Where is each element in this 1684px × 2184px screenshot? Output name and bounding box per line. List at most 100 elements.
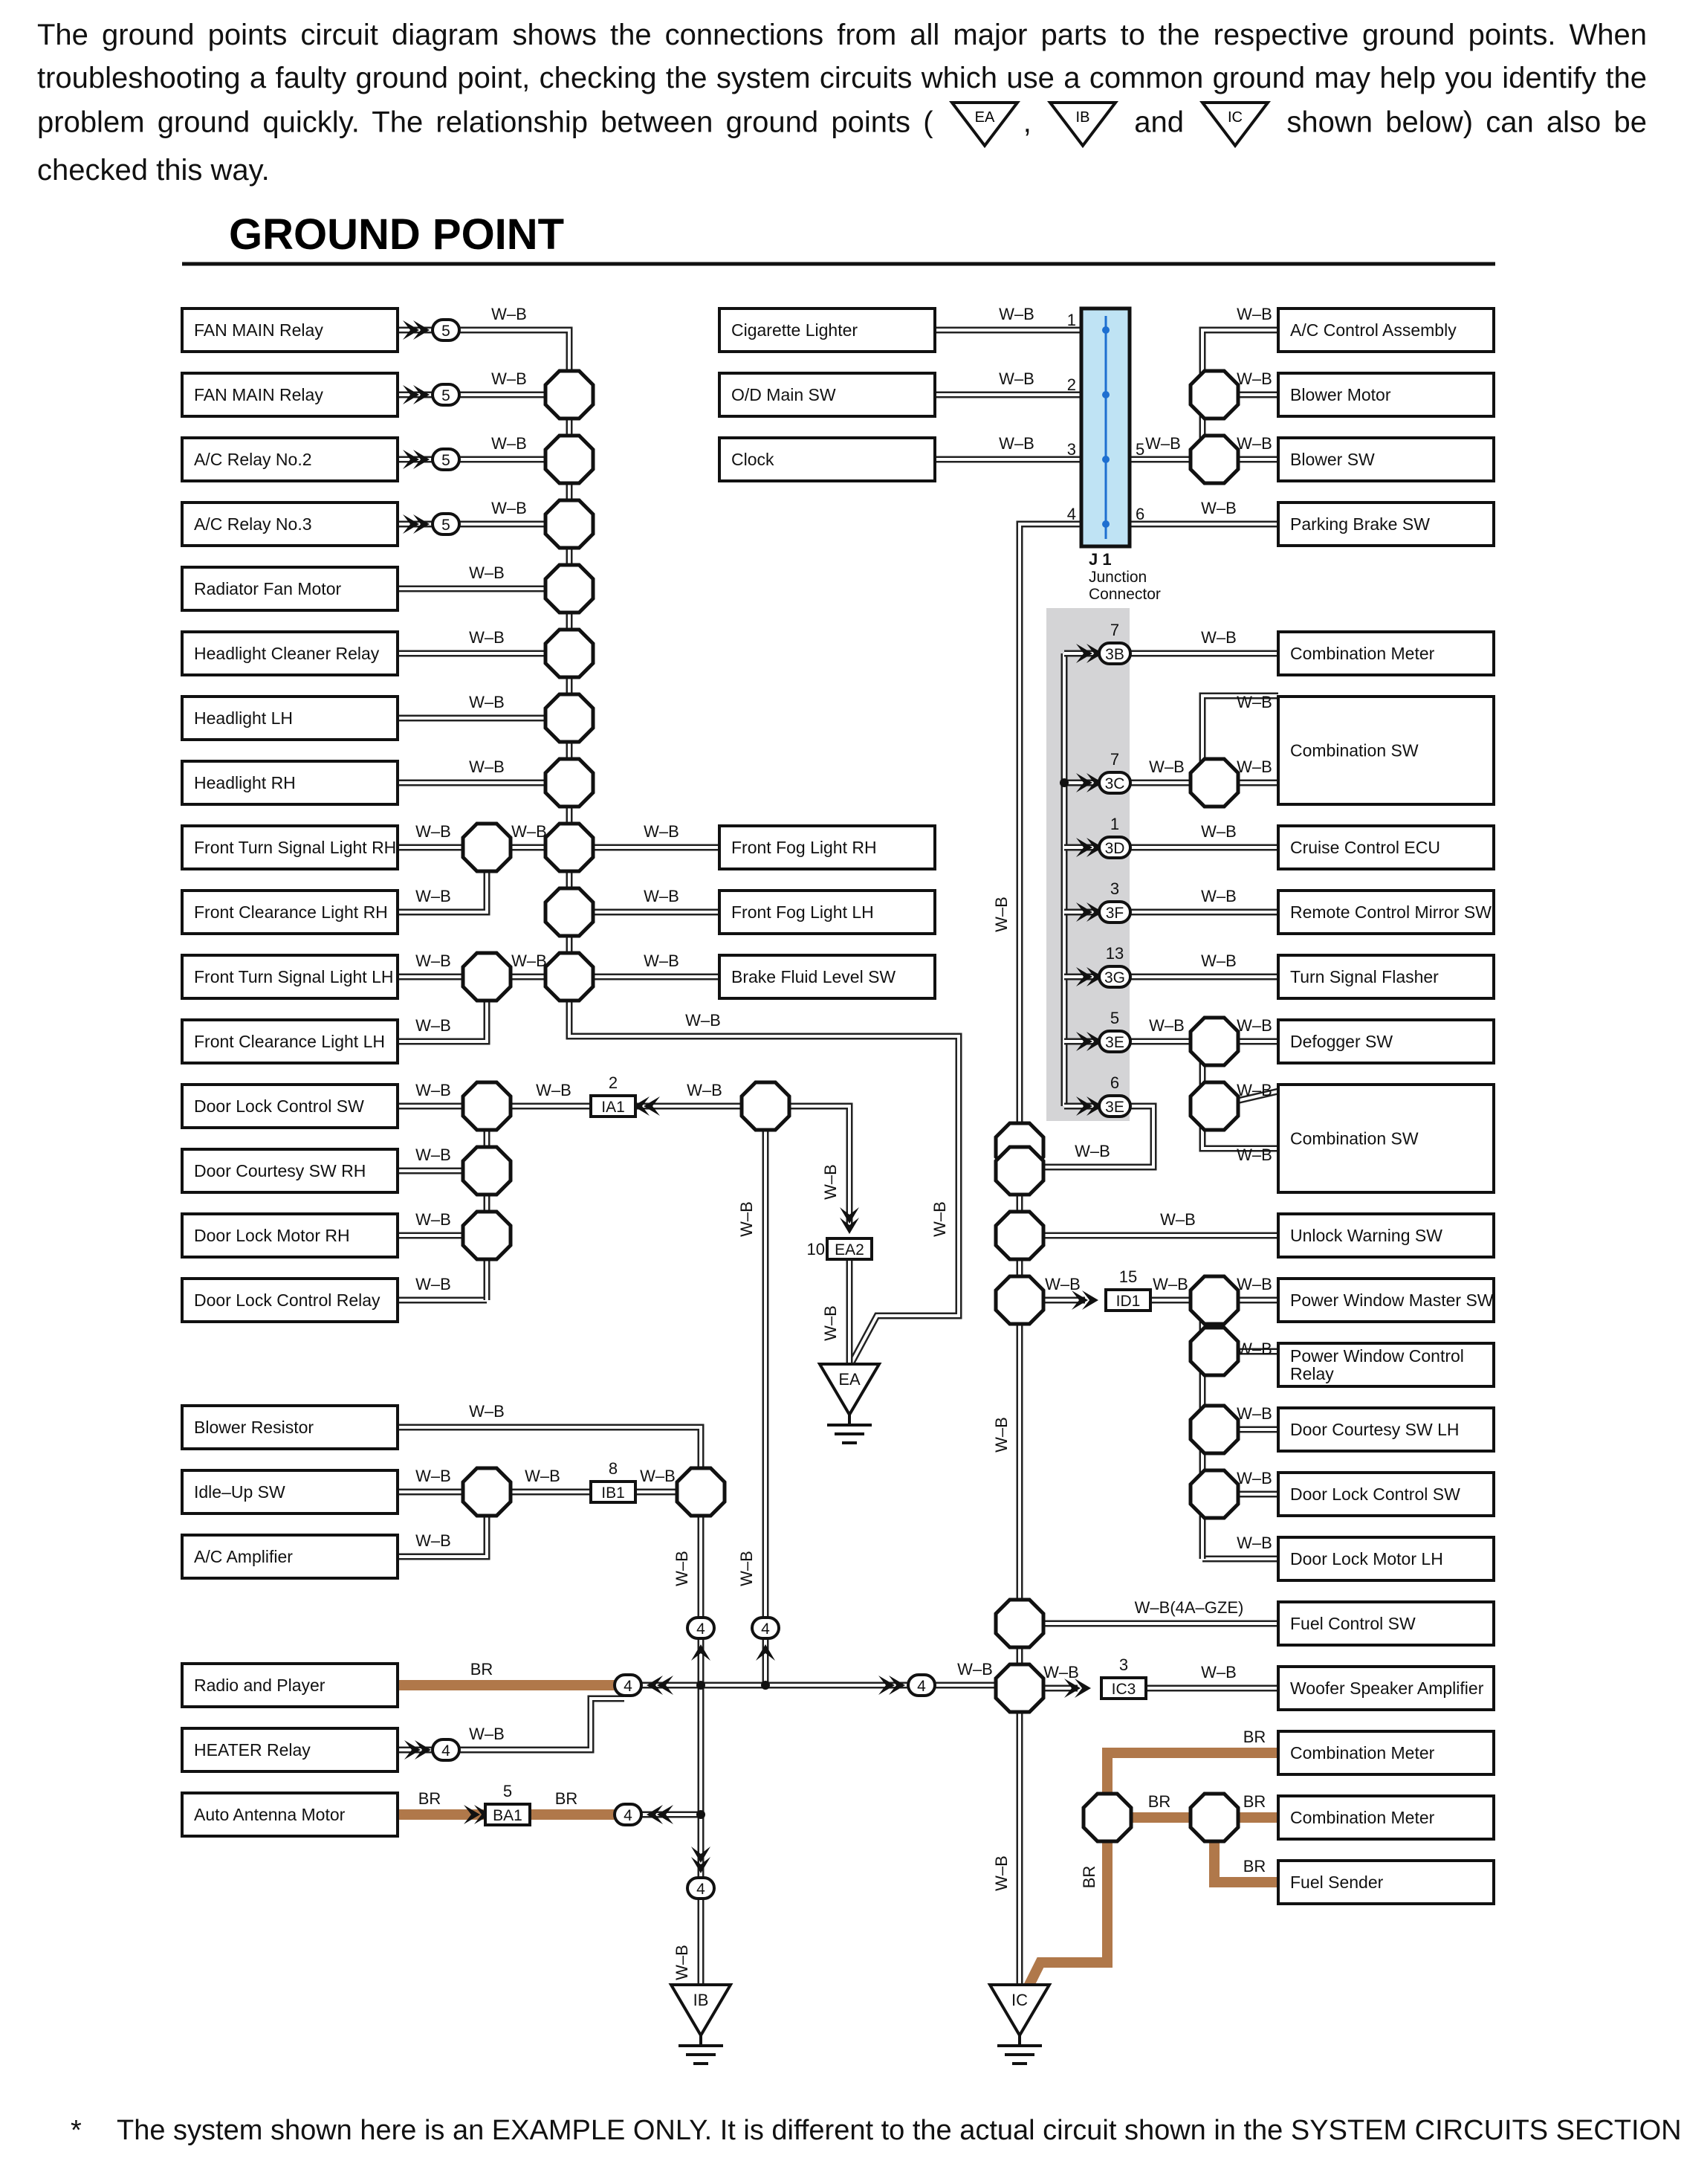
arrow-right [1072,1290,1088,1310]
arrow-right [878,1676,895,1695]
junction-dot [696,1681,705,1690]
svg-text:IC: IC [1228,109,1243,126]
label-text: BR [470,1660,493,1679]
label-text: W–B [1201,822,1237,841]
pin-badge-label: 4 [624,1807,632,1824]
label-text: 3 [1119,1655,1128,1674]
junction-name: J 1 [1089,550,1112,569]
component-label: Front Fog Light LH [731,902,874,922]
splice-node [461,821,513,873]
component-box [181,1792,399,1838]
label-text: W–B [1201,1663,1237,1681]
connector-block [1104,1288,1152,1312]
component-label: Door Lock Control Relay [194,1290,380,1310]
label-text: W–B [1237,1146,1272,1164]
ground-label: IB [693,1991,709,2009]
connector-label: ID1 [1116,1293,1141,1310]
component-label: Parking Brake SW [1290,514,1430,534]
splice-node [461,1209,513,1261]
wb-wire-core [1020,1105,1155,1169]
splice-node [1081,1792,1133,1844]
splice-node [543,627,595,679]
splice-node [1188,1274,1240,1326]
br-wire [1020,1748,1278,1995]
svg-text:IB: IB [1076,109,1090,126]
label-text: W–B(4A–GZE) [1135,1598,1244,1617]
wb-wire-core [398,1697,624,1751]
junction-dot [1102,456,1110,463]
component-label: A/C Relay No.3 [194,514,312,534]
arrow-right [413,514,430,534]
label-text: W–B [999,369,1034,388]
pin-badge [431,383,461,407]
splice-node [543,951,595,1003]
component-box [1277,372,1495,418]
component-box [181,1534,399,1580]
component-box [1277,630,1495,676]
label-text: W–B [491,499,527,517]
arrow-right [889,1676,905,1695]
wb-wire [398,326,573,395]
component-box [181,566,399,612]
pin-badge-label: 4 [441,1742,450,1760]
label-text: W–B [957,1660,993,1679]
arrow-right [1086,1096,1103,1116]
pin-badge-label: 3D [1105,840,1125,857]
arrow-right [403,385,419,404]
component-box [1277,1342,1495,1388]
label-text: W–B [1237,1016,1272,1035]
label-text: BR [1243,1792,1266,1811]
component-label: Fuel Sender [1290,1873,1384,1892]
component-label: Remote Control Mirror SW [1290,902,1492,922]
component-label: Idle–Up SW [194,1482,285,1502]
component-box [181,1018,399,1064]
label-text: 8 [609,1459,618,1478]
component-box [181,1404,399,1450]
arrow-right [415,1740,431,1760]
ground-label: IC [1011,1991,1028,2009]
pin-badge-label: 4 [624,1678,632,1695]
label-text: W–B [687,1081,722,1099]
pin-badge [613,1673,643,1697]
component-box [1277,1600,1495,1647]
label-text: W–B [644,952,679,970]
label-text: W–B [644,822,679,841]
pin-badge [1098,642,1132,665]
arrow-right [404,1740,421,1760]
label-text: W–B [415,822,451,841]
pin-badge [686,1616,716,1640]
component-label: Headlight Cleaner Relay [194,644,380,663]
pin-badge-label: 5 [441,517,450,534]
pin-badge-label: 3B [1105,646,1124,663]
label-text: BR [1243,1857,1266,1876]
component-label: A/C Relay No.2 [194,450,312,469]
pin-badge [431,318,461,342]
label-text: W–B [511,822,547,841]
label-text: W–B [737,1201,756,1237]
label-text: W–B [469,628,505,647]
splice-node [543,498,595,550]
label-text: W–B [1201,628,1237,647]
component-label: Front Clearance Light RH [194,902,388,922]
connector-block [826,1237,873,1261]
component-box [1277,1730,1495,1776]
component-label: Cigarette Lighter [731,320,858,340]
pin-badge-label: 5 [441,387,450,404]
pin-badge [751,1616,780,1640]
splice-node [1188,1325,1240,1377]
label-text: W–B [415,1016,451,1035]
label-text: W–B [1237,1404,1272,1423]
splice-node [543,757,595,809]
label-text: W–B [525,1467,560,1485]
component-label: Front Fog Light RH [731,838,877,857]
junction-label: Connector [1089,586,1161,603]
arrow-right [403,514,419,534]
footnote: *The system shown here is an EXAMPLE ONL… [71,2115,1684,2147]
label-text: W–B [1045,1275,1081,1293]
pin-badge [1098,1030,1132,1053]
component-label: Front Turn Signal Light RH [194,838,396,857]
splice-node [543,821,595,873]
junction-dot [1102,520,1110,528]
splice-node [994,1209,1046,1261]
